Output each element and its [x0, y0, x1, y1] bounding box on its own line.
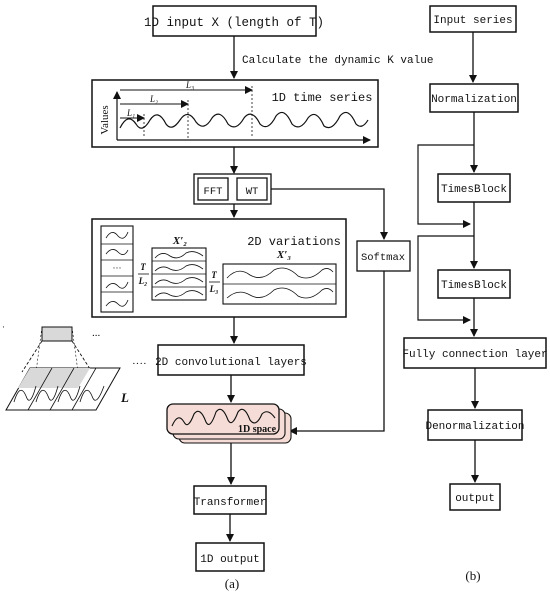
- fft-box: [197, 177, 229, 201]
- variations-cell-dots: ···: [113, 263, 122, 273]
- transformer-label: Transformer: [194, 497, 267, 509]
- fft-label: FFT: [204, 186, 223, 198]
- input-x-label: 1D input X (length of T): [144, 16, 324, 30]
- frac-t-l3-numerator: T: [211, 270, 217, 280]
- caption-a: (a): [225, 576, 239, 591]
- time-series-title: 1D time series: [272, 91, 373, 105]
- period-l2-label: L₂: [149, 94, 158, 104]
- kernel-dots: ...: [92, 327, 101, 339]
- kernel-edge-dots: ·: [2, 322, 5, 332]
- timesblock-2-box: [437, 269, 511, 299]
- softmax-box: [356, 240, 411, 272]
- timesblock-1-label: TimesBlock: [441, 184, 507, 196]
- wt-label: WT: [246, 186, 259, 198]
- one-d-space-label: 1D space: [238, 424, 277, 435]
- one-d-output-box: [195, 542, 265, 572]
- one-d-space-card: [166, 403, 280, 435]
- normalization-box: [429, 83, 519, 113]
- dynamic-k-note: Calculate the dynamic K value: [242, 55, 433, 67]
- x3-prime-label: X′₃: [276, 249, 291, 261]
- arrow-softmax-to-space: [289, 271, 385, 435]
- input-x-box: [152, 5, 317, 37]
- conv-layers-box: [157, 344, 305, 376]
- period-l3-label: L₃: [185, 80, 194, 90]
- x2-prime-label: X′₂: [172, 235, 187, 247]
- x2-rows: [152, 251, 206, 298]
- variations-title: 2D variations: [247, 235, 341, 249]
- input-series-label: Input series: [433, 15, 512, 27]
- period-l1-label: L₁: [126, 108, 135, 118]
- time-series-box: [91, 79, 379, 148]
- kernel-shaded-region: [18, 368, 90, 388]
- variations-cells: [101, 231, 133, 307]
- kernel-l-label: L: [120, 390, 129, 405]
- timesblock-1-box: [437, 173, 511, 203]
- arrow-wt-to-softmax: [271, 188, 388, 240]
- values-axis-label: Values: [99, 105, 111, 134]
- kernel-top-square: [41, 326, 73, 342]
- x3-rows: [223, 267, 336, 299]
- variations-cell-column: [100, 225, 134, 313]
- time-series-curve: [119, 111, 369, 129]
- softmax-label: Softmax: [361, 252, 405, 264]
- input-series-box: [429, 5, 517, 33]
- one-d-space-curve: [171, 408, 276, 427]
- residual-skip-2: [417, 235, 474, 324]
- one-d-output-label: 1D output: [200, 554, 259, 566]
- frac-t-l2-denominator: L₂: [138, 276, 148, 286]
- output-label: output: [455, 493, 495, 505]
- timesblock-2-label: TimesBlock: [441, 280, 507, 292]
- kernel-illustration: ... L ·: [2, 322, 129, 411]
- one-d-space-stack: 1D space: [166, 403, 292, 444]
- conv-layers-label: 2D convolutional layers: [155, 357, 307, 369]
- fc-layer-box: [403, 337, 547, 369]
- frac-t-l2-numerator: T: [140, 262, 146, 272]
- fc-layer-label: Fully connection layer: [402, 349, 547, 361]
- wt-box: [236, 177, 268, 201]
- normalization-label: Normalization: [431, 94, 517, 106]
- output-box: [449, 483, 501, 511]
- frac-t-l3-denominator: L₃: [209, 284, 219, 294]
- denorm-box: [427, 409, 523, 441]
- conv-dotted-connector: ····: [132, 358, 147, 370]
- caption-b: (b): [465, 568, 480, 583]
- residual-skip-1: [417, 144, 474, 228]
- denorm-label: Denormalization: [425, 421, 524, 433]
